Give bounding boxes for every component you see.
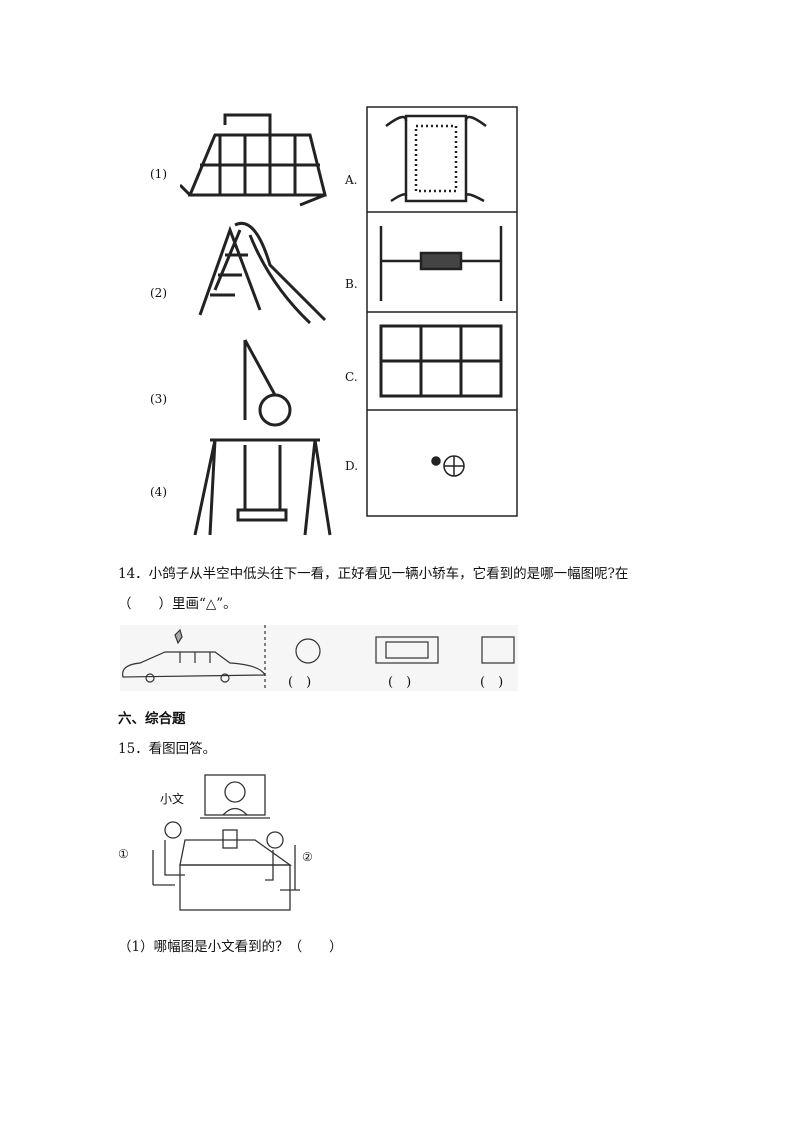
item-label-3: (3) bbox=[150, 392, 167, 406]
option-label-a: A. bbox=[345, 173, 358, 187]
ball-on-rope-drawing bbox=[243, 339, 292, 427]
mark-2: ② bbox=[302, 850, 313, 864]
section-heading: 六、综合题 bbox=[118, 711, 186, 727]
xiaowen-figure bbox=[222, 781, 248, 816]
option-label-b: B. bbox=[345, 277, 358, 291]
window-drawing bbox=[200, 774, 270, 819]
person-2-drawing bbox=[265, 831, 300, 891]
option-label-d: D. bbox=[345, 459, 359, 473]
item-label-4: (4) bbox=[150, 485, 167, 499]
q15-title: 15．看图回答。 bbox=[118, 741, 217, 757]
car-drawing bbox=[122, 651, 266, 683]
option-c-drawing bbox=[379, 324, 503, 398]
climbing-frame-drawing bbox=[180, 113, 327, 207]
q15-figure bbox=[152, 774, 300, 911]
table-drawing bbox=[179, 829, 293, 911]
option-d-drawing bbox=[431, 455, 465, 477]
xiaowen-label: 小文 bbox=[160, 792, 185, 806]
slide-drawing bbox=[198, 222, 327, 325]
option-b-drawing bbox=[379, 226, 503, 301]
q15-sub1: （1）哪幅图是小文看到的？（ ） bbox=[118, 939, 343, 955]
choice-paren-2[interactable]: ( ) bbox=[388, 675, 412, 690]
pigeon-icon bbox=[174, 628, 183, 645]
playground-equipment-drawings bbox=[180, 113, 332, 536]
mark-1: ① bbox=[118, 847, 129, 861]
circle-option bbox=[295, 638, 321, 664]
q14-text-line2: （ ）里画“△”。 bbox=[118, 596, 237, 612]
q14-text-line1: 14．小鸽子从半空中低头往下一看，正好看见一辆小轿车，它看到的是哪一幅图呢?在 bbox=[118, 566, 629, 582]
q14-figure: ( ) ( ) ( ) bbox=[120, 625, 518, 691]
item-label-2: (2) bbox=[150, 286, 167, 300]
item-label-1: (1) bbox=[150, 167, 167, 181]
square-option bbox=[481, 636, 515, 664]
option-label-c: C. bbox=[345, 370, 358, 384]
person-1-drawing bbox=[152, 821, 185, 886]
option-a-drawing bbox=[385, 114, 487, 203]
choice-paren-1[interactable]: ( ) bbox=[288, 675, 312, 690]
swing-drawing bbox=[193, 438, 332, 536]
nested-rectangle-option bbox=[375, 636, 439, 664]
choice-paren-3[interactable]: ( ) bbox=[480, 675, 504, 690]
top-view-options bbox=[366, 106, 518, 517]
